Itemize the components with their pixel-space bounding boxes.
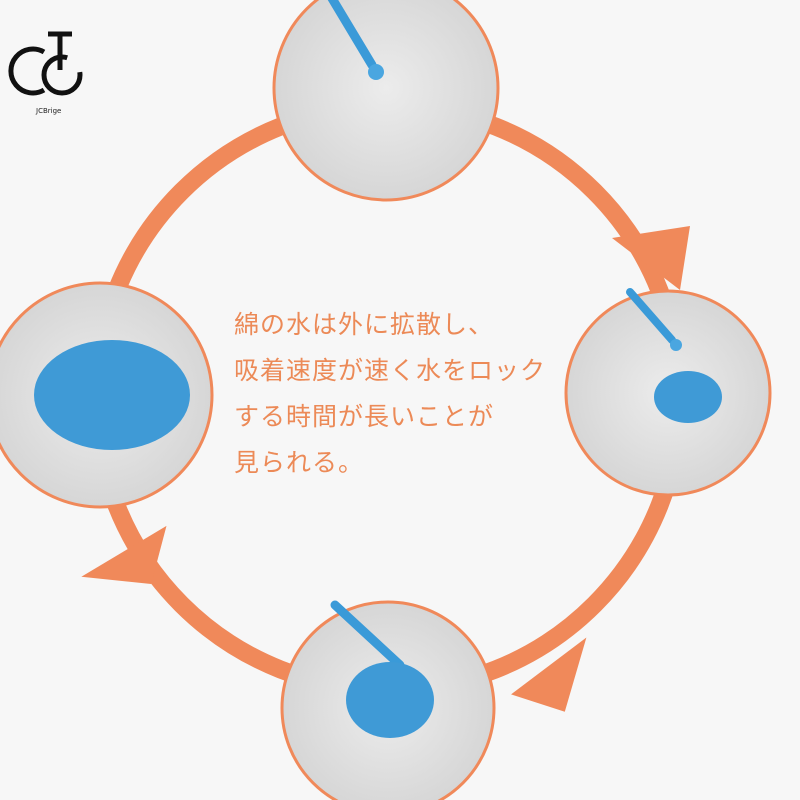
stage-3-spreading [280,600,496,800]
arrow-top-right [612,226,690,290]
caption-line: する時間が長いことが [234,402,495,431]
logo-text: JCBrige [36,107,62,115]
arrow-bottom-right [511,637,587,712]
caption-text: 綿の水は外に拡散し、 吸着速度が速く水をロック する時間が長いことが 見られる。 [234,302,546,486]
stage-4-diffused [0,281,214,509]
arrow-bottom-left [81,525,167,585]
stage-2-small-spot [564,288,772,497]
caption-line: 吸着速度が速く水をロック [234,356,547,385]
caption-line: 綿の水は外に拡散し、 [234,310,495,339]
brand-logo [8,31,83,96]
stage-1-drop [272,0,500,202]
caption-line: 見られる。 [234,448,365,477]
